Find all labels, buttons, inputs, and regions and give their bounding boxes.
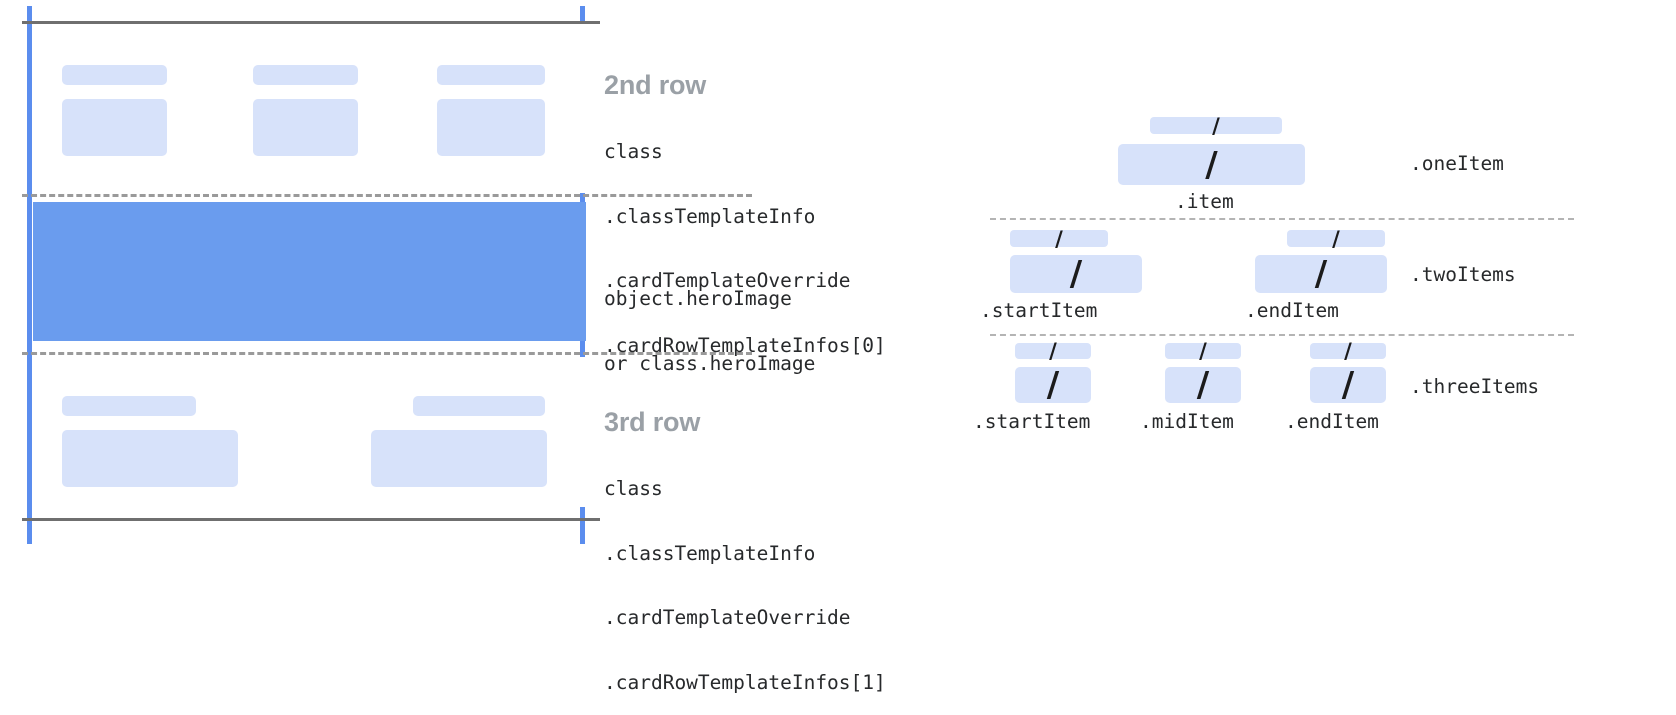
hero-code-line-1: object.heroImage bbox=[604, 287, 792, 310]
divider-two-three-items bbox=[990, 334, 1574, 336]
item-label-three-items-start: .startItem bbox=[973, 410, 1091, 433]
two-items-end-small-placeholder bbox=[1287, 230, 1385, 247]
hero-code-line-2: or class.heroImage bbox=[604, 351, 816, 375]
two-items-end-large-placeholder bbox=[1255, 255, 1387, 293]
divider-below-second-row bbox=[22, 194, 752, 197]
item-label-two-items-start: .startItem bbox=[980, 299, 1098, 322]
second-row-code-line-3: .cardTemplateOverride bbox=[604, 269, 851, 292]
two-items-start-large-placeholder bbox=[1010, 255, 1142, 293]
three-items-end-small-placeholder bbox=[1310, 343, 1386, 359]
second-row-label-placeholder-2 bbox=[253, 65, 358, 85]
second-row-code-line-1: class bbox=[604, 140, 663, 163]
group-label-one-item: .oneItem bbox=[1410, 152, 1504, 175]
third-row-value-placeholder-2 bbox=[371, 430, 547, 487]
second-row-annotation: 2nd row class .classTemplateInfo .cardTe… bbox=[604, 32, 886, 378]
third-row-annotation: 3rd row class .classTemplateInfo .cardTe… bbox=[604, 369, 886, 715]
divider-below-hero bbox=[22, 352, 752, 355]
third-row-code-line-3: .cardTemplateOverride bbox=[604, 606, 851, 629]
second-row-value-placeholder-1 bbox=[62, 99, 167, 156]
group-label-three-items: .threeItems bbox=[1410, 375, 1540, 398]
second-row-code-line-4: .cardRowTemplateInfos[0] bbox=[604, 333, 886, 357]
third-row-value-placeholder-1 bbox=[62, 430, 238, 487]
hero-image-annotation: object.heroImage or class.heroImage bbox=[604, 249, 815, 396]
item-label-two-items-end: .endItem bbox=[1245, 299, 1339, 322]
three-items-end-large-placeholder bbox=[1310, 367, 1386, 403]
card-template-diagram bbox=[0, 0, 752, 584]
hero-image-band bbox=[33, 202, 586, 341]
three-items-mid-small-placeholder bbox=[1165, 343, 1241, 359]
third-row-code-line-2: .classTemplateInfo bbox=[604, 541, 816, 565]
two-items-start-small-placeholder bbox=[1010, 230, 1108, 247]
one-item-large-placeholder bbox=[1118, 144, 1305, 185]
third-row-label-placeholder-2 bbox=[413, 396, 545, 416]
second-row-label-placeholder-1 bbox=[62, 65, 167, 85]
second-row-title: 2nd row bbox=[604, 70, 707, 100]
group-label-two-items: .twoItems bbox=[1410, 263, 1516, 286]
third-row-title: 3rd row bbox=[604, 407, 701, 437]
second-row-code-line-2: .classTemplateInfo bbox=[604, 204, 816, 228]
three-items-start-large-placeholder bbox=[1015, 367, 1091, 403]
item-label-three-items-mid: .midItem bbox=[1140, 410, 1234, 433]
three-items-start-small-placeholder bbox=[1015, 343, 1091, 359]
item-label-three-items-end: .endItem bbox=[1285, 410, 1379, 433]
third-row-code-line-1: class bbox=[604, 477, 663, 500]
second-row-label-placeholder-3 bbox=[437, 65, 545, 85]
card-top-rule bbox=[22, 21, 600, 24]
second-row-value-placeholder-3 bbox=[437, 99, 545, 156]
item-label-item: .item bbox=[1175, 190, 1234, 213]
card-bottom-rule bbox=[22, 518, 600, 521]
third-row-code-line-4: .cardRowTemplateInfos[1] bbox=[604, 670, 886, 694]
item-layout-diagram: / / .item .oneItem / / .startItem / / .e… bbox=[940, 0, 1676, 584]
third-row-label-placeholder-1 bbox=[62, 396, 196, 416]
left-vertical-guide bbox=[27, 6, 32, 544]
one-item-small-placeholder bbox=[1150, 117, 1282, 134]
second-row-value-placeholder-2 bbox=[253, 99, 358, 156]
divider-one-two-items bbox=[990, 218, 1574, 220]
three-items-mid-large-placeholder bbox=[1165, 367, 1241, 403]
